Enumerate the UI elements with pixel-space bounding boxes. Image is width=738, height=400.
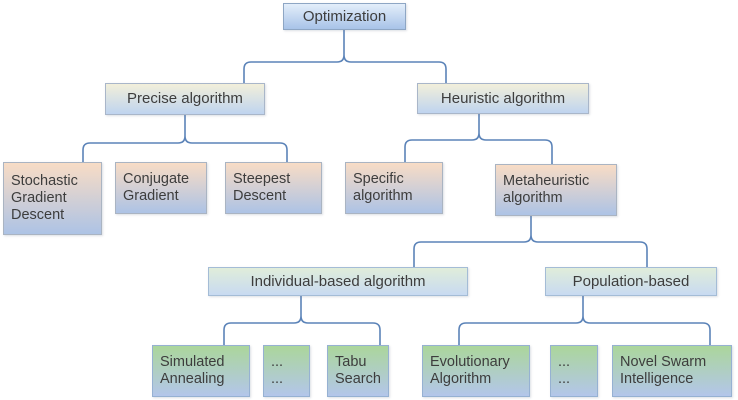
- node-novel-swarm-intelligence: Novel Swarm Intelligence: [612, 345, 732, 397]
- node-evolutionary-algorithm: Evolutionary Algorithm: [422, 345, 530, 397]
- node-label: Population-based: [572, 272, 690, 290]
- node-label: Tabu Search: [335, 354, 381, 387]
- node-heuristic-algorithm: Heuristic algorithm: [417, 83, 589, 114]
- brace-individual-children: [223, 295, 381, 346]
- brace-heuristic-children: [404, 113, 553, 165]
- node-label: Simulated Annealing: [160, 354, 225, 387]
- node-conjugate-gradient: Conjugate Gradient: [115, 162, 207, 214]
- node-label: Heuristic algorithm: [440, 89, 566, 107]
- node-tabu-search: Tabu Search: [327, 345, 389, 397]
- node-optimization: Optimization: [283, 3, 406, 30]
- node-label: Specific algorithm: [353, 171, 413, 204]
- brace-population-children: [458, 295, 711, 346]
- node-ellipsis-individual: ... ...: [263, 345, 310, 397]
- node-ellipsis-population: ... ...: [550, 345, 598, 397]
- node-simulated-annealing: Simulated Annealing: [152, 345, 250, 397]
- brace-precise-children: [82, 114, 288, 163]
- brace-metaheuristic-children: [413, 215, 648, 268]
- node-specific-algorithm: Specific algorithm: [345, 162, 443, 214]
- node-label: Steepest Descent: [233, 171, 291, 204]
- node-label: Novel Swarm Intelligence: [620, 354, 707, 387]
- node-label: ... ...: [558, 354, 571, 387]
- node-stochastic-gradient-descent: Stochastic Gradient Descent: [3, 162, 102, 235]
- node-label: Precise algorithm: [127, 90, 243, 108]
- node-metaheuristic-algorithm: Metaheuristic algorithm: [495, 164, 617, 216]
- brace-optimization-children: [243, 29, 447, 84]
- node-label: ... ...: [271, 354, 284, 387]
- node-label: Individual-based algorithm: [250, 272, 426, 290]
- node-precise-algorithm: Precise algorithm: [105, 83, 265, 115]
- node-individual-based-algorithm: Individual-based algorithm: [208, 267, 468, 296]
- node-label: Conjugate Gradient: [123, 171, 190, 204]
- node-label: Metaheuristic algorithm: [503, 173, 590, 206]
- node-label: Evolutionary Algorithm: [430, 354, 510, 387]
- node-label: Optimization: [302, 7, 387, 25]
- node-population-based: Population-based: [545, 267, 717, 296]
- node-steepest-descent: Steepest Descent: [225, 162, 322, 214]
- node-label: Stochastic Gradient Descent: [11, 173, 78, 223]
